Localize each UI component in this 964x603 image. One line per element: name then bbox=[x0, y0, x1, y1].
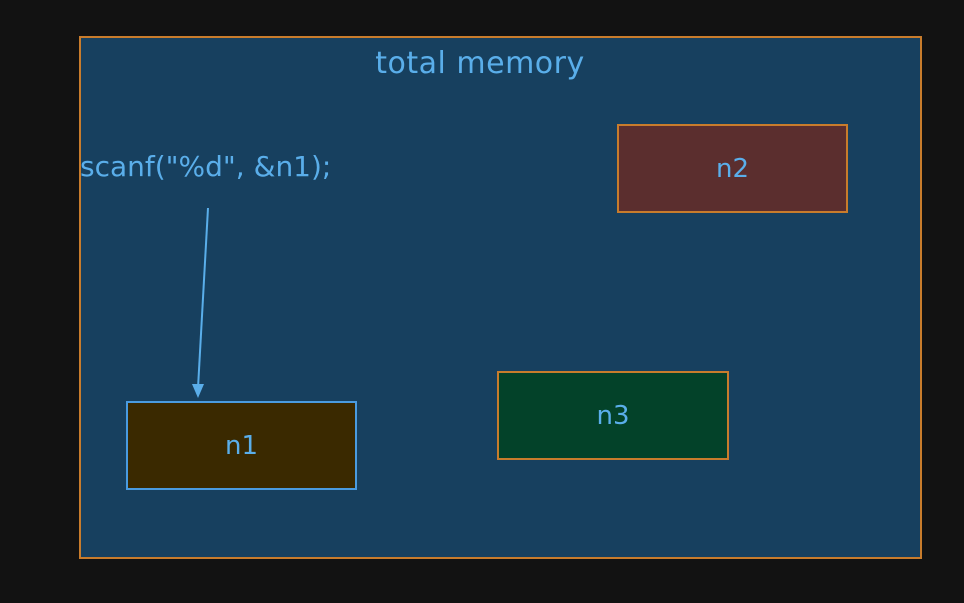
scanf-code-label: scanf("%d", &n1); bbox=[80, 150, 332, 183]
variable-label-n2: n2 bbox=[715, 153, 750, 184]
arrow-head bbox=[192, 384, 204, 398]
variable-box-n1: n1 bbox=[126, 401, 357, 490]
variable-label-n1: n1 bbox=[224, 430, 259, 461]
arrow-shaft bbox=[197, 207, 209, 389]
variable-box-n2: n2 bbox=[617, 124, 848, 213]
variable-box-n3: n3 bbox=[497, 371, 729, 460]
total-memory-label: total memory bbox=[375, 46, 585, 81]
variable-label-n3: n3 bbox=[596, 400, 630, 431]
